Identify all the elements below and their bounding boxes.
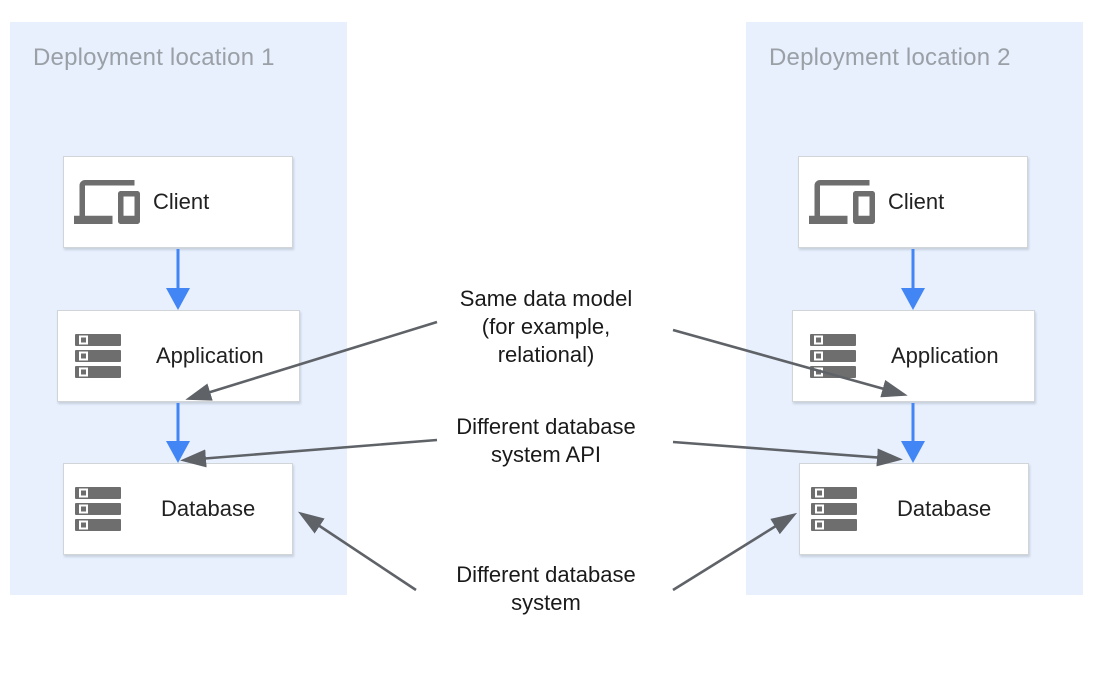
annotation-same-data-model: Same data model (for example, relational… (436, 285, 656, 369)
annotation-line: system (511, 590, 581, 615)
server-stack-icon (75, 334, 121, 378)
annotation-different-db-api: Different database system API (436, 413, 656, 469)
node-label: Application (156, 343, 264, 368)
annotation-line: relational) (497, 342, 595, 367)
node-database-2: Database (799, 463, 1029, 555)
server-stack-icon (810, 334, 856, 378)
node-label: Client (153, 189, 210, 214)
node-application-2: Application (792, 310, 1035, 402)
annotation-line: system API (490, 442, 602, 467)
annotation-different-db-system: Different database system (436, 561, 656, 617)
node-client-1: Client (63, 156, 293, 248)
server-stack-icon (75, 487, 121, 531)
node-database-1: Database (63, 463, 293, 555)
node-label: Client (888, 189, 945, 214)
deployment-panel-1: Deployment location 1 Client Application (10, 22, 347, 595)
node-label: Database (161, 496, 256, 521)
node-label: Database (897, 496, 992, 521)
annotation-line: Same data model (459, 286, 633, 311)
panel-title: Deployment location 2 (769, 44, 1011, 71)
devices-icon (74, 180, 140, 224)
node-application-1: Application (57, 310, 300, 402)
annotation-line: Different database (456, 562, 636, 587)
devices-icon (809, 180, 875, 224)
node-client-2: Client (798, 156, 1028, 248)
annotation-line: (for example, (481, 314, 611, 339)
server-stack-icon (811, 487, 857, 531)
panel-title: Deployment location 1 (33, 44, 275, 71)
deployment-panel-2: Deployment location 2 Client Application (746, 22, 1083, 595)
annotation-line: Different database (456, 414, 636, 439)
node-label: Application (891, 343, 999, 368)
